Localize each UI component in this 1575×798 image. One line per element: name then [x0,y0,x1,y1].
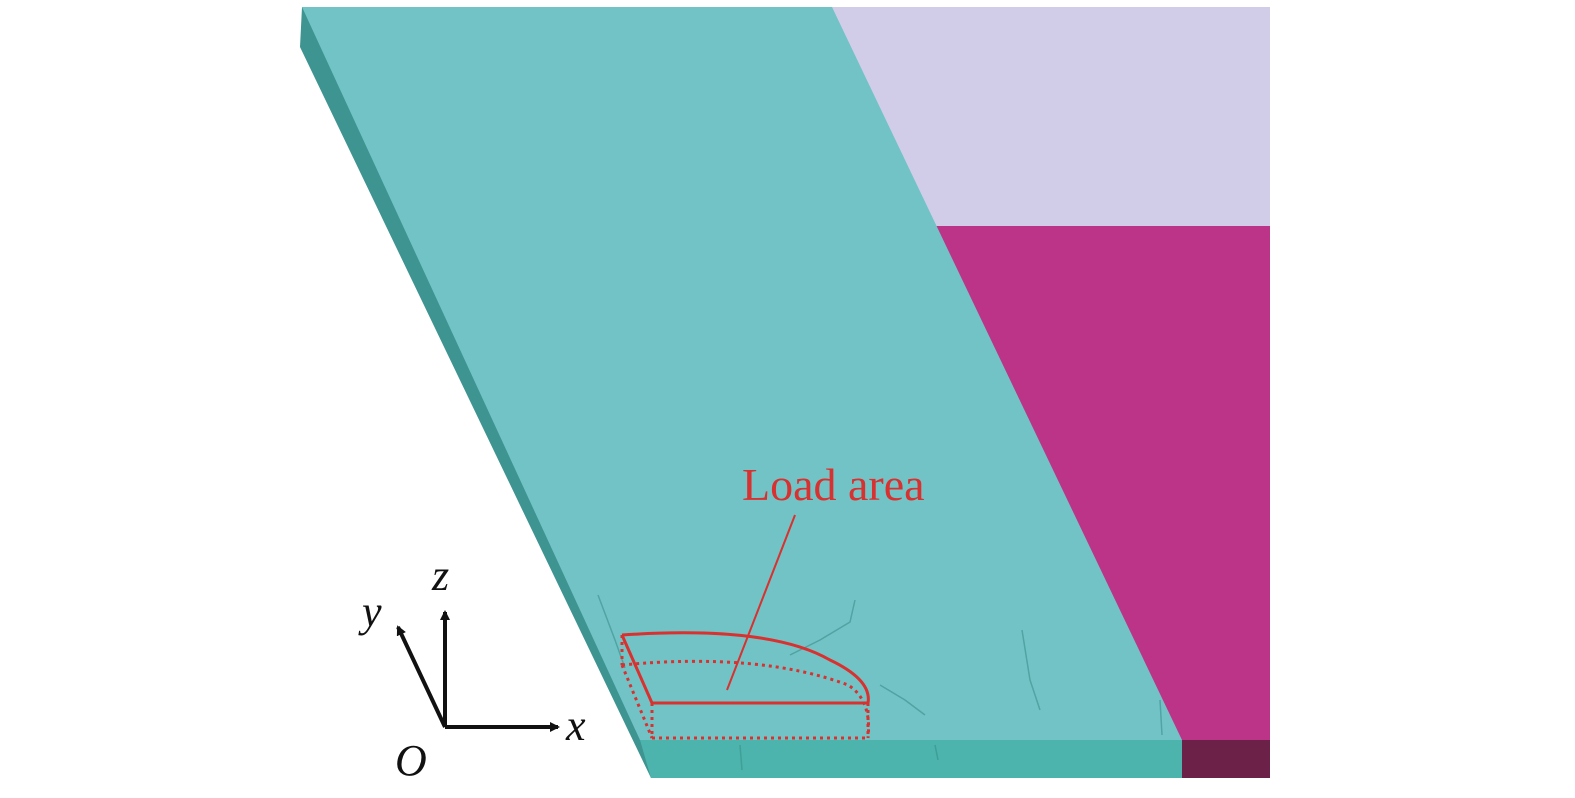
load-area-volume [620,635,871,740]
y-axis-arrow [396,625,447,728]
x-axis-label: x [565,701,586,750]
slab-front-face [640,740,1182,778]
dark-block [1182,740,1270,778]
slab-side-face [300,7,655,778]
origin-label: O [395,736,427,785]
slab-top-face [302,7,1182,740]
load-area-leader-line [726,514,796,691]
load-area-label: Load area [742,459,925,510]
y-axis-label: y [358,587,382,636]
load-area-outline [620,631,870,705]
coordinate-axes [396,610,560,732]
z-axis-label: z [431,551,449,600]
